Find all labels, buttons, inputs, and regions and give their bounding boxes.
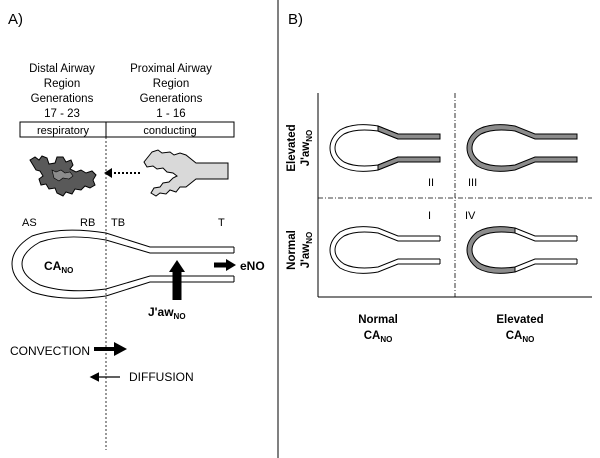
proximal-line1: Proximal Airway [130, 63, 212, 75]
proximal-region-header: Proximal Airway Region Generations 1 - 1… [130, 63, 212, 120]
conducting-box [105, 121, 235, 138]
quadrant-i: I [428, 210, 431, 222]
alveolar-structure [29, 155, 97, 197]
zone-rb: RB [80, 217, 95, 229]
airway-q4 [466, 226, 578, 274]
panel-b-label: B) [288, 11, 303, 28]
quadrant-iii: III [468, 177, 477, 189]
y-top-line2: J'awNO [300, 130, 314, 166]
jaw-arrowhead [169, 260, 185, 272]
proximal-line2: Region [153, 78, 189, 90]
conducting-label: conducting [143, 125, 196, 137]
y-label-top: Elevated J'awNO [286, 124, 314, 171]
x-left-line2: CANO [364, 330, 393, 344]
dotted-link-arrowhead [104, 168, 112, 178]
bronchial-tree [143, 149, 229, 197]
y-bottom-line2: J'awNO [300, 232, 314, 268]
respiratory-label: respiratory [37, 125, 89, 137]
eno-label: eNO [240, 259, 265, 273]
airway-model-a [11, 229, 235, 299]
distal-region-header: Distal Airway Region Generations 17 - 23 [29, 63, 95, 120]
convection-arrowhead [114, 342, 127, 356]
zone-as: AS [22, 217, 37, 229]
airway-q3 [466, 124, 578, 172]
distal-line4: 17 - 23 [44, 108, 80, 120]
airway-q1 [329, 226, 441, 274]
airway-q2 [329, 124, 441, 172]
zone-tb: TB [111, 217, 125, 229]
quadrant-iv: IV [465, 210, 476, 222]
x-right-line2: CANO [506, 330, 535, 344]
y-top-line1: Elevated [286, 124, 298, 171]
y-bottom-line1: Normal [286, 230, 298, 270]
panel-a-label: A) [8, 11, 23, 28]
jaw-no-label-a: J'awNO [148, 305, 186, 321]
diffusion-label: DIFFUSION [129, 370, 194, 384]
ca-no-label-a: CANO [44, 259, 73, 275]
zone-t: T [218, 217, 225, 229]
x-right-line1: Elevated [496, 314, 543, 326]
proximal-line4: 1 - 16 [156, 108, 185, 120]
proximal-line3: Generations [140, 93, 203, 105]
quadrant-ii: II [428, 177, 434, 189]
distal-line2: Region [44, 78, 80, 90]
convection-label: CONVECTION [10, 344, 90, 358]
y-label-bottom: Normal J'awNO [286, 230, 314, 270]
distal-line3: Generations [31, 93, 94, 105]
eno-arrowhead [226, 259, 236, 271]
x-left-line1: Normal [358, 314, 398, 326]
distal-line1: Distal Airway [29, 63, 95, 75]
